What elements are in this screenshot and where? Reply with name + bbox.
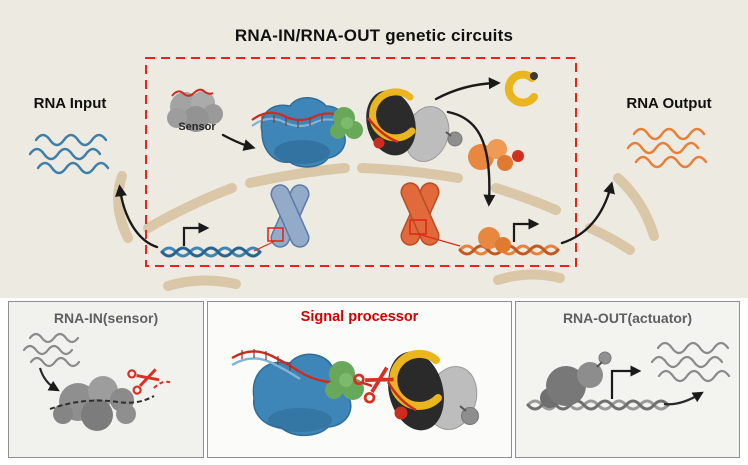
blue-chromosome-icon [270, 184, 310, 248]
scissors-icon [127, 368, 160, 395]
panel-title-rna-out: RNA-OUT(actuator) [562, 310, 693, 326]
panel2-green-adaptor-icon [325, 361, 364, 400]
rna-input-label: RNA Input [33, 95, 107, 112]
output-activator-on-dna-icon [478, 227, 511, 253]
yellow-ring-icon [369, 88, 416, 142]
sensor-blob-icon [167, 88, 223, 132]
rna-output-label: RNA Output [626, 95, 712, 112]
green-adaptor-icon [330, 107, 363, 139]
rna-input-waves-icon [28, 133, 110, 175]
panel2-processor-icon [231, 349, 479, 437]
sphere-stick [445, 131, 452, 137]
arrow-processor-to-output-gene [446, 110, 496, 207]
output-promoter-arrow-icon [512, 218, 540, 242]
flow-arrows [115, 77, 615, 249]
panel3-polymerase-icon [540, 351, 612, 408]
panel-title-rna-in: RNA-IN(sensor) [53, 310, 159, 326]
panel-title-signal-processor: Signal processor [300, 309, 419, 325]
panel2-red-fragment-icon [394, 406, 408, 420]
red-fragment-icon [373, 137, 385, 149]
panel1-cleaved-rna-icon [153, 380, 173, 389]
panel2-red-strand-icon [386, 381, 417, 412]
rna-output-waves-icon [626, 127, 708, 169]
circuit-dashed-box [145, 57, 577, 267]
scissors-icon [353, 366, 394, 404]
panel1-rna-waves-icon [22, 332, 81, 368]
released-yellow-ring-icon [504, 70, 538, 107]
blue-blob-shade [274, 140, 330, 164]
page-title: RNA-IN/RNA-OUT genetic circuits [234, 26, 514, 45]
blue-locus-zoom-box [253, 227, 284, 252]
panel3-rna-waves-icon [650, 341, 731, 383]
sensor-label: Sensor [178, 121, 216, 133]
arrow-processor-to-ring [434, 77, 501, 101]
panel2-gray-sphere-icon [461, 407, 479, 425]
panel1-sensor-complex-icon [49, 376, 173, 431]
input-gene-dna-icon [160, 246, 262, 258]
nuclear-membrane-icon [113, 163, 659, 291]
processor-complex-icon [251, 88, 463, 168]
panel2-sphere-stick [459, 405, 467, 412]
panel2-blue-shade [268, 408, 332, 432]
input-promoter-arrow-icon [182, 222, 210, 246]
panel3-arrow [663, 391, 704, 406]
arrow-output-gene-to-rna-output [560, 181, 615, 245]
orange-chromosome-icon [400, 182, 440, 246]
arrow-input-gene-to-rna-input [115, 184, 159, 249]
cleaved-rna-red-icon [367, 117, 399, 144]
small-gray-sphere-icon [447, 131, 463, 147]
sensor-captured-rna-icon [171, 88, 214, 97]
panel1-rna-strand-icon [49, 395, 155, 410]
orange-locus-zoom-box [409, 219, 461, 247]
orange-activator-icon [468, 139, 524, 171]
red-ligand-icon [512, 150, 524, 162]
arrow-sensor-to-processor [221, 133, 256, 151]
panel3-promoter-arrow-icon [610, 365, 642, 399]
panel1-arrow [38, 367, 60, 392]
